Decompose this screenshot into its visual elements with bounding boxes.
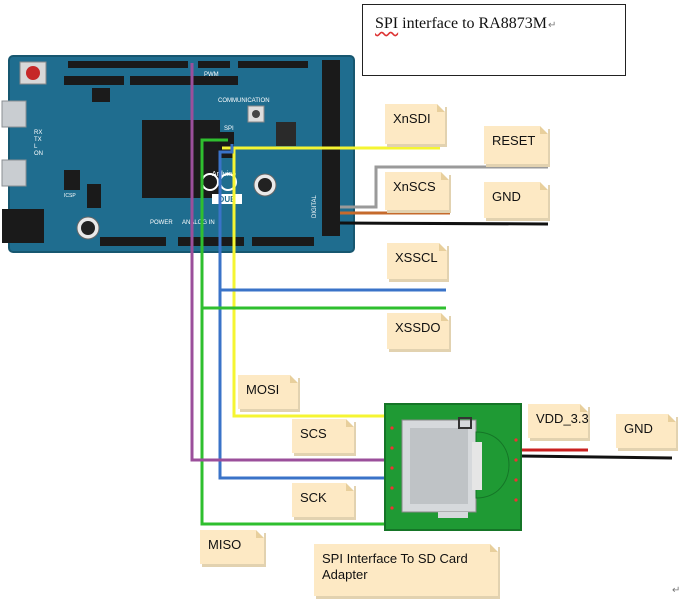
label-xssdo: XSSDO bbox=[395, 320, 441, 335]
title-rest: interface to RA8873M bbox=[398, 15, 547, 32]
pwm-label: PWM bbox=[204, 72, 219, 78]
label-xnsdi: XnSDI bbox=[393, 111, 431, 126]
label-gnd-top: GND bbox=[492, 189, 521, 204]
digital-label: DIGITAL bbox=[312, 194, 318, 218]
label-vdd: VDD_3.3 bbox=[536, 411, 589, 426]
wire-miso bbox=[200, 138, 446, 310]
note-gnd-top: GND bbox=[484, 182, 548, 218]
note-miso: MISO bbox=[200, 530, 264, 564]
note-xsscl: XSSCL bbox=[387, 243, 447, 279]
communication-label: COMMUNICATION bbox=[218, 98, 270, 104]
arduino-due-board: Arduino DUE PWM COMMUNICATION SPI POWER … bbox=[1, 55, 355, 253]
wire-sck-sd bbox=[218, 290, 385, 480]
note-vdd: VDD_3.3 bbox=[528, 404, 589, 438]
power-label: POWER bbox=[150, 220, 173, 226]
l-label: L bbox=[34, 144, 38, 150]
title-spi: SPI bbox=[375, 15, 399, 32]
note-reset: RESET bbox=[484, 126, 548, 164]
tx-label: TX bbox=[34, 137, 42, 143]
label-scs: SCS bbox=[300, 426, 327, 441]
wires bbox=[190, 63, 673, 526]
icsp-label: ICSP bbox=[64, 193, 76, 199]
label-xnscs: XnSCS bbox=[393, 179, 436, 194]
diagram-title: SPI interface to RA8873M↵ bbox=[375, 15, 557, 32]
note-sck: SCK bbox=[292, 483, 354, 517]
reset-button-icon bbox=[26, 66, 40, 80]
note-xnscs: XnSCS bbox=[385, 172, 449, 210]
label-mosi: MOSI bbox=[246, 382, 280, 397]
wire-scs bbox=[190, 63, 385, 462]
analog-in-label: ANALOG IN bbox=[182, 220, 215, 226]
note-xssdo: XSSDO bbox=[387, 313, 449, 349]
note-sd-caption: SPI Interface To SD Card Adapter bbox=[314, 544, 498, 596]
label-miso: MISO bbox=[208, 537, 242, 552]
wire-mosi-sd bbox=[232, 148, 385, 418]
wire-gnd-bottom bbox=[519, 454, 673, 460]
label-xsscl: XSSCL bbox=[395, 250, 438, 265]
sd-card-adapter bbox=[384, 403, 522, 531]
usb-port-1 bbox=[1, 100, 27, 128]
note-scs: SCS bbox=[292, 419, 354, 453]
label-sd-caption: SPI Interface To SD Card Adapter bbox=[322, 551, 468, 582]
board-model-label: DUE bbox=[219, 195, 237, 204]
spi-board-label: SPI bbox=[224, 126, 234, 132]
note-gnd-bottom: GND bbox=[616, 414, 676, 448]
on-label: ON bbox=[34, 151, 43, 157]
label-gnd-bottom: GND bbox=[624, 421, 653, 436]
wire-miso-sd bbox=[200, 308, 385, 526]
rx-label: RX bbox=[34, 130, 42, 136]
usb-port-2 bbox=[1, 159, 27, 187]
board-logo-text: Arduino bbox=[212, 171, 236, 178]
wire-gnd-top bbox=[339, 221, 549, 226]
title-box: SPI interface to RA8873M↵ bbox=[362, 4, 626, 76]
note-xnsdi: XnSDI bbox=[385, 104, 445, 144]
power-jack bbox=[2, 209, 44, 243]
wire-sck bbox=[218, 144, 446, 292]
paragraph-mark: ↵ bbox=[672, 585, 681, 596]
label-reset: RESET bbox=[492, 133, 536, 148]
wire-reset bbox=[340, 165, 548, 209]
sam3x-chip bbox=[142, 120, 220, 198]
note-mosi: MOSI bbox=[238, 375, 298, 409]
label-sck: SCK bbox=[300, 490, 327, 505]
